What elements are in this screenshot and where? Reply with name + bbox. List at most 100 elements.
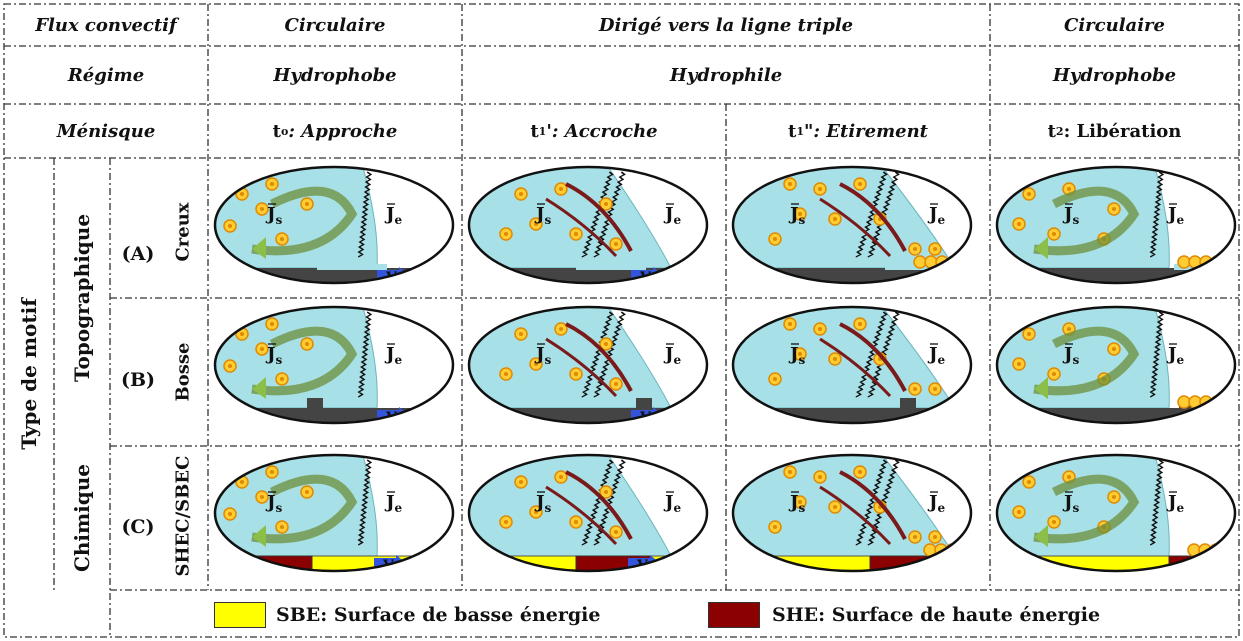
evaporation-marks bbox=[581, 311, 614, 398]
evaporation-marks bbox=[593, 171, 626, 258]
particle-core bbox=[240, 332, 244, 336]
circular-flow bbox=[251, 326, 358, 396]
particle-core bbox=[305, 202, 309, 206]
js-label: Js bbox=[265, 344, 283, 367]
cell-ellipse bbox=[731, 305, 973, 425]
particle-core bbox=[913, 387, 917, 391]
circular-flow-head bbox=[1034, 237, 1048, 259]
je-label: Je bbox=[1166, 344, 1185, 367]
particle-core bbox=[1067, 187, 1071, 191]
velocity-label: V bbox=[748, 558, 761, 574]
js-label: Js bbox=[534, 344, 552, 367]
particle-core bbox=[858, 322, 862, 326]
circular-flow-head bbox=[1034, 525, 1048, 547]
regime-label: Régime bbox=[67, 64, 145, 86]
particle-core bbox=[504, 232, 508, 236]
directed-flow bbox=[565, 182, 633, 252]
particle-core bbox=[1027, 480, 1031, 484]
particle-core bbox=[833, 505, 837, 509]
particle-core bbox=[604, 202, 608, 206]
particle-core bbox=[913, 247, 917, 251]
circular-flow bbox=[1033, 474, 1140, 544]
je-label: Je bbox=[927, 204, 946, 227]
row-b-label: (B) bbox=[120, 369, 156, 391]
regime-hydrophile: Hydrophile bbox=[669, 64, 783, 86]
particle-core bbox=[604, 342, 608, 346]
particle-core bbox=[574, 232, 578, 236]
cell-illustration: VJs Je bbox=[213, 305, 455, 425]
particle-core bbox=[534, 510, 538, 514]
type-motif-label: Type de motif bbox=[17, 298, 41, 450]
particle-core bbox=[833, 357, 837, 361]
cell-ellipse bbox=[467, 453, 709, 573]
circular-flow bbox=[251, 186, 358, 256]
particle-core bbox=[1052, 232, 1056, 236]
evaporation-marks bbox=[357, 459, 373, 546]
bosse-bump bbox=[307, 398, 323, 410]
particle-core bbox=[798, 500, 802, 504]
je-label: Je bbox=[384, 344, 403, 367]
cell-ellipse bbox=[213, 305, 455, 425]
velocity-arrow-head bbox=[762, 407, 774, 423]
particle-core bbox=[933, 247, 937, 251]
legend-she-swatch bbox=[708, 602, 760, 628]
particle-core bbox=[559, 327, 563, 331]
she-surface bbox=[1168, 555, 1230, 571]
creux-hole bbox=[576, 264, 646, 270]
particle-core bbox=[574, 520, 578, 524]
je-label: Je bbox=[663, 492, 682, 515]
directed-flow-2 bbox=[819, 197, 892, 258]
directed-flow bbox=[565, 470, 633, 540]
particle-core bbox=[270, 182, 274, 186]
particle-core bbox=[280, 237, 284, 241]
je-label: Je bbox=[1166, 492, 1185, 515]
row-a-label: (A) bbox=[121, 243, 155, 265]
creux-hole bbox=[317, 264, 387, 270]
velocity-label: V bbox=[748, 270, 761, 286]
velocity-arrow: V bbox=[740, 555, 774, 574]
legend-sbe-text: SBE: Surface de basse énergie bbox=[276, 604, 601, 626]
particle-core bbox=[305, 342, 309, 346]
particle-core bbox=[833, 217, 837, 221]
cell-content: V bbox=[733, 307, 971, 423]
evaporation-marks bbox=[867, 311, 900, 398]
particle-core bbox=[559, 187, 563, 191]
js-label: Js bbox=[534, 204, 552, 227]
particle-core bbox=[773, 237, 777, 241]
circular-flow-head bbox=[252, 237, 266, 259]
particle-core bbox=[614, 242, 618, 246]
particle-core bbox=[1112, 347, 1116, 351]
evaporation-marks bbox=[855, 171, 888, 258]
particle-core bbox=[798, 212, 802, 216]
js-label: Js bbox=[534, 492, 552, 515]
velocity-arrow-head bbox=[762, 267, 774, 283]
evaporation-marks bbox=[1149, 311, 1165, 398]
flux-dirige: Dirigé vers la ligne triple bbox=[598, 14, 854, 36]
particle-core bbox=[1112, 495, 1116, 499]
particle-core bbox=[1112, 207, 1116, 211]
deposited-particle bbox=[956, 543, 970, 557]
regime-hydrophobe-1: Hydrophobe bbox=[273, 64, 397, 86]
je-label: Je bbox=[384, 492, 403, 515]
js-label: Js bbox=[788, 492, 806, 515]
row-c-name: SHEC/SBEC bbox=[172, 455, 194, 577]
je-label: Je bbox=[663, 344, 682, 367]
particle-core bbox=[280, 377, 284, 381]
row-b-name: Bosse bbox=[172, 342, 194, 402]
chimique-label: Chimique bbox=[70, 463, 94, 573]
particle-core bbox=[228, 364, 232, 368]
velocity-arrow-head bbox=[762, 555, 774, 571]
flux-label: Flux convectif bbox=[35, 14, 177, 36]
js-label: Js bbox=[1062, 492, 1080, 515]
cell-content: V bbox=[215, 307, 453, 423]
velocity-arrow: V bbox=[740, 267, 774, 286]
